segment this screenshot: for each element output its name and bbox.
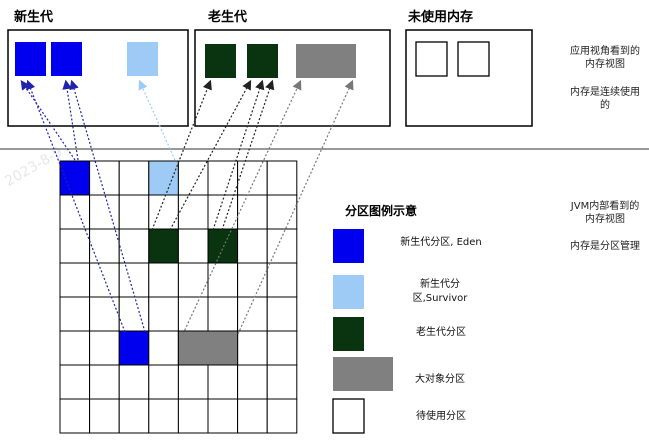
grid-cell-free [89,296,120,332]
grid-cell-free [89,228,120,264]
grid-cell-free [237,364,268,400]
grid-cell-free [207,262,239,298]
grid-cell-free [59,262,91,298]
young-eden-block-2 [51,42,82,76]
legend-swatch-survivor [333,275,364,309]
grid-cell-free [266,160,298,196]
legend-swatch-free [332,398,365,434]
grid-cell-free [59,330,91,366]
app-view-desc: 内存是连续使用的 [570,87,640,111]
old-gen-box [194,29,391,127]
unused-memory-title: 未使用内存 [408,10,474,25]
grid-cell-free [177,364,209,400]
unused-block-2 [457,41,490,77]
legend-swatch-humongous [333,357,393,391]
legend-swatch-eden [333,229,364,263]
humongous-block [296,44,356,78]
grid-cell-old [148,228,179,264]
grid-cell-free [207,194,239,230]
legend-label-survivor: 新生代分区,Survivor [412,279,468,304]
grid-cell-free [177,262,209,298]
grid-cell-free [177,398,209,434]
grid-cell-free [266,364,298,400]
grid-cell-free [118,296,150,332]
grid-cell-free [89,330,120,366]
grid-cell-free [266,228,298,264]
grid-cell-free [266,398,298,434]
grid-cell-free [89,364,120,400]
grid-cell-free [237,398,268,434]
grid-cell-free [177,296,209,332]
legend-label-free: 待使用分区 [416,411,466,422]
old-block-1 [205,44,236,78]
old-block-2 [247,44,278,78]
grid-cell-free [266,330,298,366]
legend-label-humongous: 大对象分区 [415,374,465,385]
grid-cell-free [237,262,268,298]
grid-cell-free [177,194,209,230]
young-gen-title: 新生代 [14,10,54,25]
legend-swatch-old [333,317,364,351]
grid-cell-free [237,228,268,264]
grid-cell-free [59,296,91,332]
grid-cell-eden [59,160,91,196]
legend-label-eden: 新生代分区, Eden [400,237,482,248]
grid-cell-free [89,160,120,196]
young-survivor-block [127,42,158,76]
grid-cell-free [177,160,209,196]
grid-cell-free [118,262,150,298]
grid-cell-free [148,330,179,366]
region-grid [59,160,298,434]
grid-cell-free [89,398,120,434]
grid-cell-free [237,330,268,366]
grid-cell-free [266,194,298,230]
grid-cell-free [89,194,120,230]
grid-cell-free [118,364,150,400]
grid-cell-free [177,228,209,264]
grid-cell-free [118,160,150,196]
grid-cell-free [207,296,239,332]
legend-title: 分区图例示意 [345,204,418,218]
grid-cell-free [59,194,91,230]
grid-cell-free [207,160,239,196]
grid-cell-free [237,194,268,230]
jvm-view-title: JVM内部看到的内存视图 [570,201,640,225]
grid-cell-free [207,398,239,434]
grid-cell-old [207,228,239,264]
grid-cell-free [59,228,91,264]
app-view-title: 应用视角看到的内存视图 [570,46,640,70]
grid-cell-free [59,398,91,434]
grid-cell-free [148,364,179,400]
young-gen-box [7,29,189,127]
grid-cell-free [148,398,179,434]
grid-cell-free [118,398,150,434]
unused-memory-box [405,29,533,127]
grid-cell-free [266,296,298,332]
grid-cell-free [59,364,91,400]
grid-cell-free [148,296,179,332]
grid-cell-free [148,262,179,298]
grid-cell-free [118,194,150,230]
grid-cell-survivor [148,160,179,196]
grid-cell-free [266,262,298,298]
jvm-view-desc: 内存是分区管理 [570,241,640,252]
grid-cell-eden [118,330,150,366]
grid-cell-humongous [177,330,239,366]
unused-block-1 [415,41,448,77]
grid-cell-free [237,160,268,196]
grid-cell-free [207,364,239,400]
grid-cell-free [89,262,120,298]
legend-label-old: 老生代分区 [416,327,466,338]
young-eden-block-1 [15,42,46,76]
mapping-arrows [20,79,354,335]
old-gen-title: 老生代 [208,10,248,25]
